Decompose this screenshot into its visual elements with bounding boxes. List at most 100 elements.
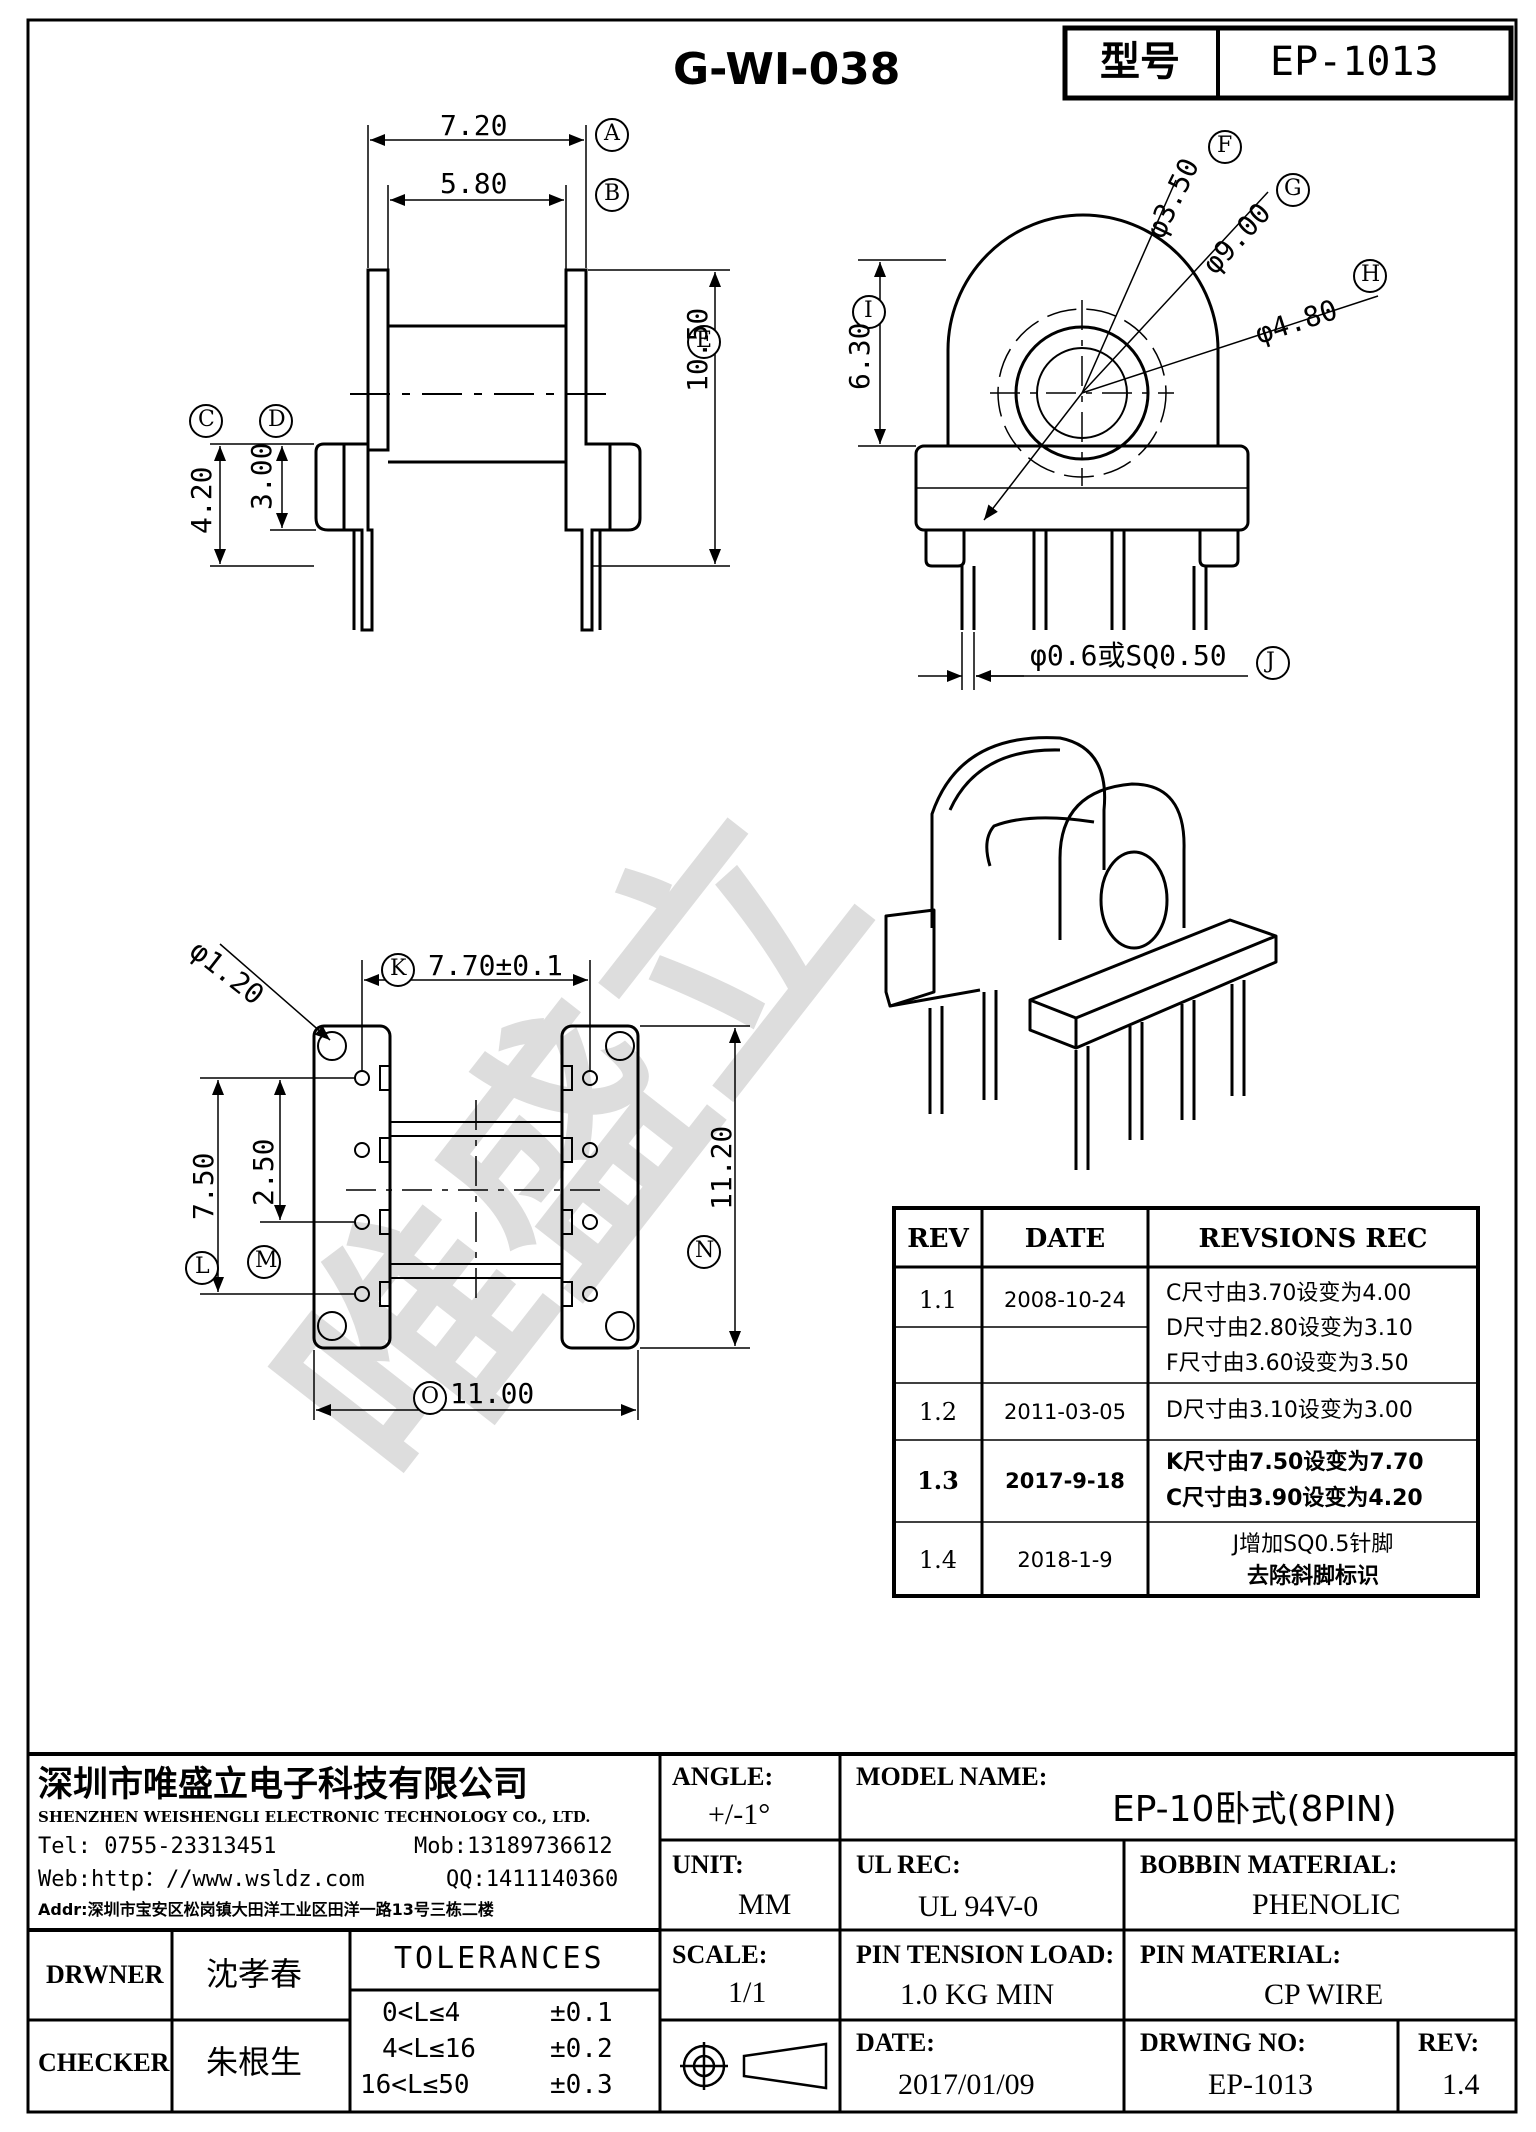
rev-row-3-date: 2017-9-18 <box>1005 1469 1125 1493</box>
front-dims <box>210 125 730 567</box>
rev-row-1-rec-3: F尺寸由3.60设变为3.50 <box>1166 1351 1409 1376</box>
pin-material-value: CP WIRE <box>1264 1978 1384 2011</box>
tolerance-value-2: ±0.2 <box>550 2034 613 2064</box>
scale-label: SCALE: <box>672 1940 768 1969</box>
dim-L-value: 7.50 <box>187 1152 220 1220</box>
drawer-label: DRWNER <box>46 1960 164 1989</box>
date-label: DATE: <box>856 2028 935 2057</box>
drawer-value: 沈孝春 <box>206 1955 303 1993</box>
company-name-cn: 深圳市唯盛立电子科技有限公司 <box>38 1765 529 1805</box>
callout-J: J <box>1266 649 1275 674</box>
dim-I-value: 6.30 <box>843 322 876 390</box>
ul-rec-value: UL 94V-0 <box>918 1890 1039 1923</box>
callout-D: D <box>268 407 286 432</box>
callout-G: G <box>1284 176 1302 201</box>
rev-label: REV: <box>1418 2028 1480 2057</box>
tolerance-range-3: 16<L≤50 <box>360 2070 470 2100</box>
projection-symbol-icon <box>680 2042 828 2090</box>
callout-A: A <box>604 121 620 146</box>
ul-rec-label: UL REC: <box>856 1850 961 1879</box>
pin-material-label: PIN MATERIAL: <box>1140 1940 1342 1969</box>
scale-value: 1/1 <box>728 1976 767 2009</box>
rev-row-1-rev: 1.1 <box>918 1286 958 1314</box>
rev-header-date: DATE <box>1024 1224 1106 1254</box>
checker-label: CHECKER <box>38 2048 170 2077</box>
dim-N-value: 11.20 <box>705 1125 738 1210</box>
dim-B-value: 5.80 <box>440 167 508 200</box>
date-value: 2017/01/09 <box>898 2068 1035 2101</box>
company-name-en: SHENZHEN WEISHENGLI ELECTRONIC TECHNOLOG… <box>38 1808 591 1826</box>
checker-value: 朱根生 <box>206 2043 303 2081</box>
callout-E: E <box>696 328 713 353</box>
bottom-view <box>312 1024 640 1350</box>
rev-row-3-rev: 1.3 <box>917 1466 959 1495</box>
dim-O-value: 11.00 <box>450 1377 535 1410</box>
header-drawing-number: G-WI-038 <box>673 44 901 95</box>
angle-label: ANGLE: <box>672 1762 774 1791</box>
rev-row-2-rev: 1.2 <box>918 1398 958 1426</box>
dim-M-value: 2.50 <box>247 1138 280 1206</box>
rev-header-rec: REVSIONS REC <box>1198 1224 1428 1254</box>
callout-C: C <box>198 407 215 432</box>
callout-K: K <box>390 956 407 981</box>
rev-row-4-rev: 1.4 <box>918 1546 958 1574</box>
dim-K-value: 7.70±0.1 <box>428 949 563 982</box>
bobbin-material-label: BOBBIN MATERIAL: <box>1140 1850 1398 1879</box>
dim-C-value: 4.20 <box>185 466 218 534</box>
rev-row-4-rec-2: 去除斜脚标识 <box>1246 1564 1379 1589</box>
callout-I: I <box>864 298 873 323</box>
model-name-label: MODEL NAME: <box>856 1762 1048 1791</box>
callout-L: L <box>195 1254 210 1279</box>
pin-tension-value: 1.0 KG MIN <box>900 1978 1055 2011</box>
front-view <box>314 268 642 632</box>
rev-value: 1.4 <box>1442 2068 1480 2101</box>
model-label: 型号 <box>1100 39 1180 85</box>
company-addr: Addr:深圳市宝安区松岗镇大田洋工业区田洋一路13号三栋二楼 <box>38 1900 494 1919</box>
company-qq: QQ:1411140360 <box>446 1867 619 1892</box>
rev-row-3-rec-1: K尺寸由7.50设变为7.70 <box>1166 1450 1424 1475</box>
unit-value: MM <box>738 1888 792 1921</box>
unit-label: UNIT: <box>672 1850 744 1879</box>
callout-O: O <box>421 1384 440 1409</box>
title-block-lines <box>28 1752 1516 2112</box>
angle-value: +/-1° <box>708 1798 771 1831</box>
tolerances-title: TOLERANCES <box>394 1941 605 1976</box>
model-name-value: EP-10卧式(8PIN) <box>1112 1789 1397 1830</box>
rev-row-4-rec-1: J增加SQ0.5针脚 <box>1232 1532 1394 1557</box>
side-view <box>914 213 1250 630</box>
drwing-no-label: DRWING NO: <box>1140 2028 1306 2057</box>
rev-row-3-rec-2: C尺寸由3.90设变为4.20 <box>1166 1486 1423 1511</box>
callout-M: M <box>255 1248 278 1273</box>
tolerance-range-1: 0<L≤4 <box>382 1998 461 2028</box>
bobbin-material-value: PHENOLIC <box>1252 1888 1401 1921</box>
rev-row-1-date: 2008-10-24 <box>1003 1288 1127 1312</box>
dim-D-value: 3.00 <box>245 442 278 510</box>
model-code: EP-1013 <box>1270 39 1439 85</box>
rev-row-1-rec-1: C尺寸由3.70设变为4.00 <box>1166 1281 1412 1306</box>
dim-J-value: φ0.6或SQ0.50 <box>1030 639 1227 672</box>
company-web: Web:http：//www.wsldz.com <box>38 1867 365 1892</box>
pin-tension-label: PIN TENSION LOAD: <box>856 1940 1115 1969</box>
rev-row-2-date: 2011-03-05 <box>1003 1400 1127 1424</box>
rev-header-rev: REV <box>907 1224 969 1254</box>
tolerance-range-2: 4<L≤16 <box>382 2034 476 2064</box>
tolerance-value-3: ±0.3 <box>550 2070 613 2100</box>
tolerance-value-1: ±0.1 <box>550 1998 613 2028</box>
callout-F: F <box>1217 133 1233 158</box>
side-dims <box>858 179 1379 690</box>
rev-row-4-date: 2018-1-9 <box>1017 1548 1113 1572</box>
callout-B: B <box>604 181 621 206</box>
sheet-border <box>26 18 1518 2114</box>
model-box <box>1062 25 1514 101</box>
bottom-dims <box>200 943 750 1420</box>
callout-circles <box>185 118 1387 1415</box>
callout-N: N <box>695 1238 715 1263</box>
rev-row-2-rec-1: D尺寸由3.10设变为3.00 <box>1166 1398 1413 1423</box>
drwing-no-value: EP-1013 <box>1208 2068 1313 2101</box>
iso-view <box>884 736 1278 1170</box>
company-tel: Tel: 0755-23313451 <box>38 1834 277 1859</box>
revision-table-lines <box>892 1206 1480 1598</box>
rev-row-1-rec-2: D尺寸由2.80设变为3.10 <box>1166 1316 1413 1341</box>
company-mob: Mob:13189736612 <box>414 1834 613 1859</box>
